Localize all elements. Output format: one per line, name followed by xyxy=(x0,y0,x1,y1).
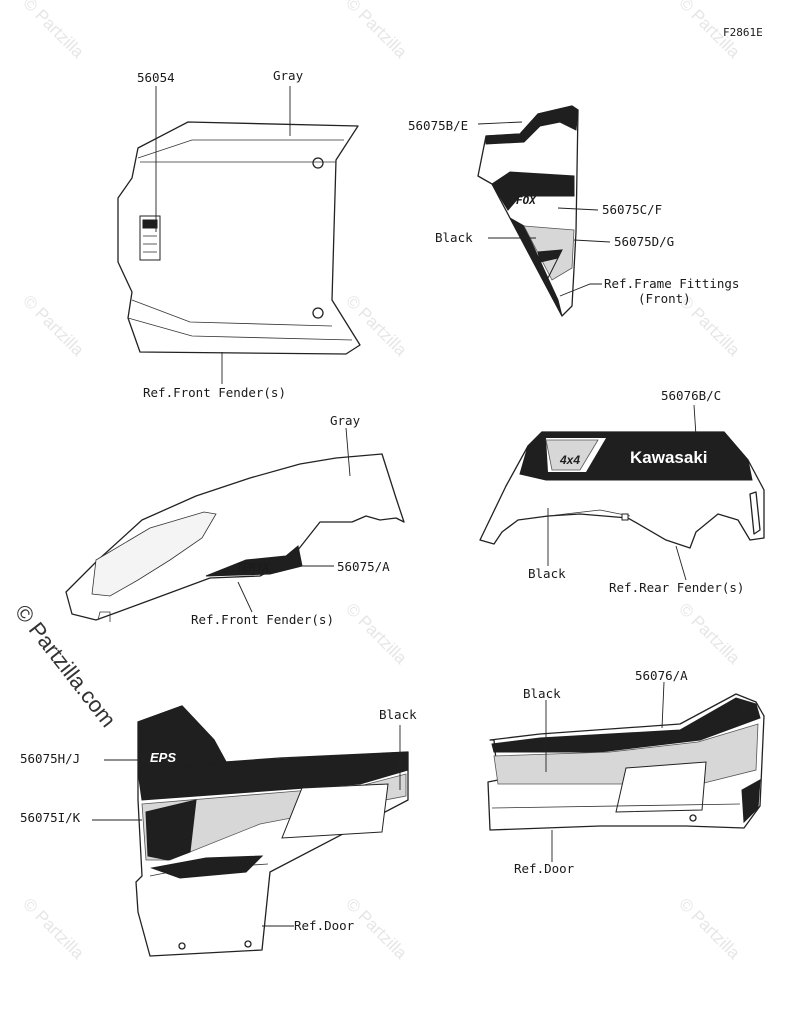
rear-door-panel xyxy=(487,681,765,862)
part-label-56054: 56054 xyxy=(137,70,175,85)
color-label-black-mid: Black xyxy=(528,566,566,581)
front-door-panel: EPS xyxy=(92,705,409,957)
watermark: © Partzilla xyxy=(19,0,88,62)
kawasaki-logo: Kawasaki xyxy=(630,448,708,467)
part-label-56075dg: 56075D/G xyxy=(614,234,674,249)
watermark: © Partzilla xyxy=(342,599,411,668)
color-label-black-door: Black xyxy=(379,707,417,722)
color-label-gray-mid: Gray xyxy=(330,413,361,428)
watermark: © Partzilla xyxy=(19,894,88,963)
badge-4x4: 4x4 xyxy=(559,453,580,467)
watermark: © Partzilla xyxy=(675,599,744,668)
watermark: © Partzilla xyxy=(19,291,88,360)
figure-code: F2861E xyxy=(723,26,763,39)
frame-fitting-panel: FOX xyxy=(477,105,611,317)
front-fender-top-view xyxy=(117,86,361,384)
front-fender-side-view: TERYX xyxy=(65,427,405,622)
decal-text-mid: TERYX xyxy=(236,561,270,574)
part-label-56075hj: 56075H/J xyxy=(20,751,80,766)
color-label-black: Black xyxy=(435,230,473,245)
part-label-56075be: 56075B/E xyxy=(408,118,468,133)
ref-label-front-fender-mid: Ref.Front Fender(s) xyxy=(191,612,334,627)
side-watermark: © Partzilla.com xyxy=(10,600,121,732)
part-label-56075ik: 56075I/K xyxy=(20,810,81,825)
ref-label-door-rear: Ref.Door xyxy=(514,861,575,876)
part-label-56076a: 56076/A xyxy=(635,668,688,683)
ref-label-frame-fittings: Ref.Frame Fittings xyxy=(604,276,739,291)
part-label-56076bc: 56076B/C xyxy=(661,388,721,403)
color-label-gray: Gray xyxy=(273,68,304,83)
part-label-56075a: 56075/A xyxy=(337,559,390,574)
ref-label-frame-fittings-front: (Front) xyxy=(638,291,691,306)
watermark: © Partzilla xyxy=(342,0,411,62)
ref-label-door-front: Ref.Door xyxy=(294,918,355,933)
part-label-56075cf: 56075C/F xyxy=(602,202,662,217)
fox-logo: FOX xyxy=(516,194,537,207)
ref-label-front-fender: Ref.Front Fender(s) xyxy=(143,385,286,400)
rear-fender-side-view: Kawasaki 4x4 xyxy=(479,404,765,581)
eps-badge: EPS xyxy=(150,750,176,765)
ref-label-rear-fender: Ref.Rear Fender(s) xyxy=(609,580,744,595)
color-label-black-rear-door: Black xyxy=(523,686,561,701)
watermark: © Partzilla xyxy=(675,894,744,963)
